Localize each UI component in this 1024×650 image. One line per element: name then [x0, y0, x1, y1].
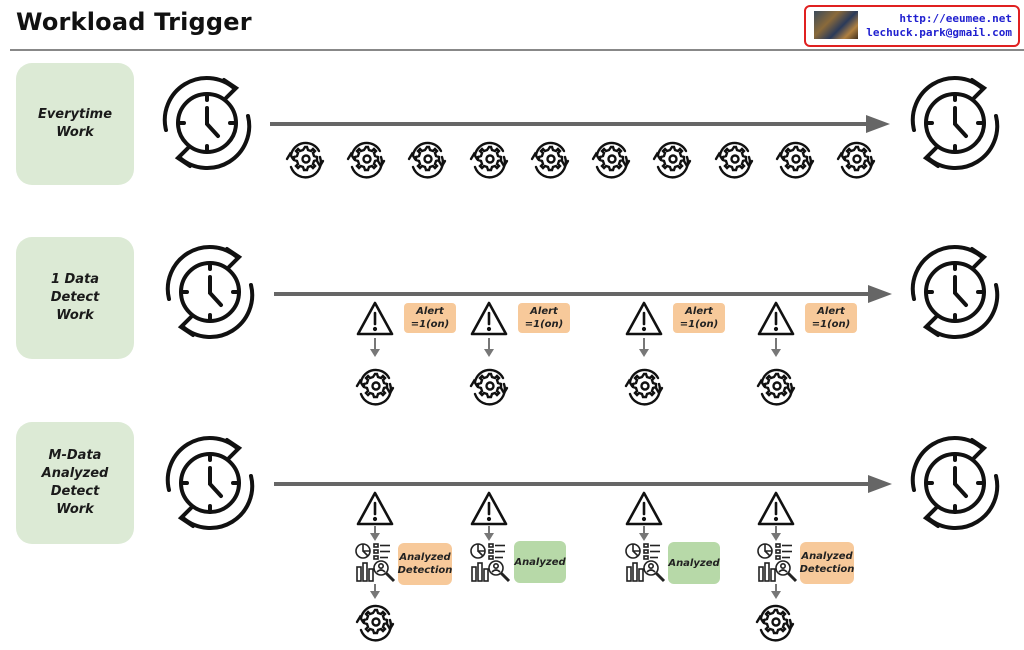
clock-cycle-icon: [900, 68, 1010, 178]
gear-cycle-icon: [467, 137, 511, 181]
warning-icon: [624, 490, 664, 528]
gear-cycle-icon: [712, 137, 756, 181]
label-line: Detect: [50, 484, 100, 499]
clock-cycle-icon: [155, 428, 265, 538]
analytics-icon: [354, 541, 398, 583]
avatar: [814, 11, 858, 39]
timeline: [274, 482, 872, 486]
timeline: [270, 122, 870, 126]
gear-cycle-icon: [622, 364, 666, 408]
gear-cycle-icon: [405, 137, 449, 181]
down-arrow: [370, 584, 380, 600]
down-arrow: [639, 338, 649, 358]
label-line: Detect: [50, 290, 100, 305]
warning-icon: [756, 490, 796, 528]
gear-cycle-icon: [528, 137, 572, 181]
down-arrow: [771, 338, 781, 358]
down-arrow: [370, 338, 380, 358]
contact-card: http://eeumee.net lechuck.park@gmail.com: [804, 5, 1020, 47]
contact-email-link[interactable]: lechuck.park@gmail.com: [866, 26, 1012, 39]
gear-cycle-icon: [353, 364, 397, 408]
label-line: Work: [56, 502, 94, 517]
gear-cycle-icon: [834, 137, 878, 181]
down-arrow: [484, 526, 494, 542]
title-divider: [10, 49, 1024, 51]
analytics-icon: [469, 541, 513, 583]
gear-cycle-icon: [589, 137, 633, 181]
contact-url-link[interactable]: http://eeumee.net: [899, 12, 1012, 25]
clock-cycle-icon: [900, 237, 1010, 347]
down-arrow: [771, 584, 781, 600]
down-arrow: [484, 338, 494, 358]
warning-icon: [756, 300, 796, 338]
gear-cycle-icon: [344, 137, 388, 181]
timeline-arrowhead: [868, 285, 892, 303]
alert-tag: Alert=1(on): [805, 303, 857, 333]
gear-cycle-icon: [650, 137, 694, 181]
timeline: [274, 292, 872, 296]
gear-cycle-icon: [467, 364, 511, 408]
timeline-arrowhead: [866, 115, 890, 133]
warning-icon: [355, 300, 395, 338]
analytics-icon: [624, 541, 668, 583]
analyzed-tag: Analyzed: [668, 542, 720, 584]
warning-icon: [469, 490, 509, 528]
gear-cycle-icon: [773, 137, 817, 181]
label-line: M-Data: [48, 448, 102, 463]
analyzed-tag: Analyzed: [514, 541, 566, 583]
alert-tag: Alert=1(on): [518, 303, 570, 333]
down-arrow: [639, 526, 649, 542]
analytics-icon: [756, 541, 800, 583]
gear-cycle-icon: [283, 137, 327, 181]
label-line: Work: [56, 125, 94, 140]
timeline-arrowhead: [868, 475, 892, 493]
label-line: Everytime: [37, 107, 113, 122]
gear-cycle-icon: [754, 364, 798, 408]
alert-tag: Alert=1(on): [404, 303, 456, 333]
label-line: Work: [56, 308, 94, 323]
gear-cycle-icon: [753, 600, 797, 644]
alert-tag: Alert=1(on): [673, 303, 725, 333]
label-line: 1 Data: [50, 272, 100, 287]
clock-cycle-icon: [155, 237, 265, 347]
warning-icon: [355, 490, 395, 528]
warning-icon: [624, 300, 664, 338]
down-arrow: [370, 526, 380, 542]
clock-cycle-icon: [152, 68, 262, 178]
label-line: Analyzed: [41, 466, 109, 481]
page-title: Workload Trigger: [16, 8, 252, 36]
warning-icon: [469, 300, 509, 338]
gear-cycle-icon: [353, 600, 397, 644]
down-arrow: [771, 526, 781, 542]
clock-cycle-icon: [900, 428, 1010, 538]
